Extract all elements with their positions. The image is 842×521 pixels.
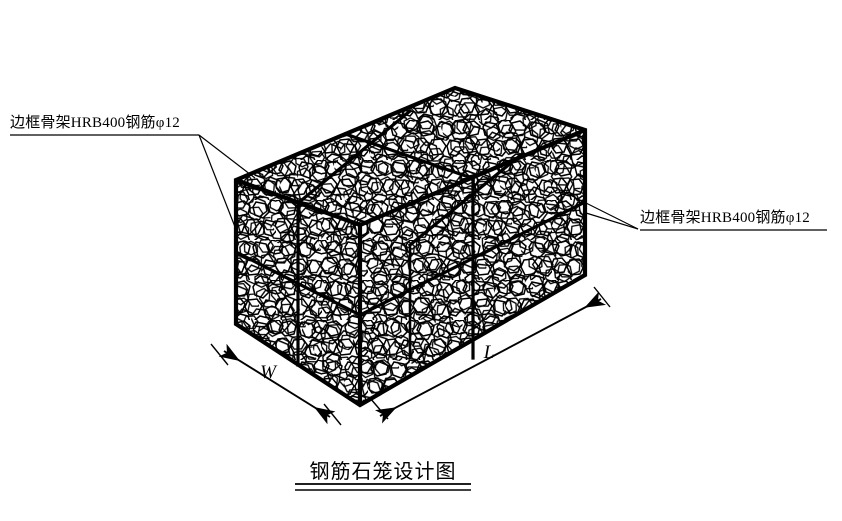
leader-lines-left [198,134,256,233]
annotation-label-right: 边框骨架HRB400钢筋φ12 [640,210,811,226]
gabion-outline [233,85,588,408]
annotation-label-left: 边框骨架HRB400钢筋φ12 [10,115,181,131]
dimension-length: L [369,286,611,424]
dimension-width: W [210,343,342,426]
dimension-label-w: W [260,362,278,383]
dimension-label-l: L [483,342,495,363]
drawing-title: 钢筋石笼设计图 [309,461,457,483]
leader-lines-right [557,188,639,230]
